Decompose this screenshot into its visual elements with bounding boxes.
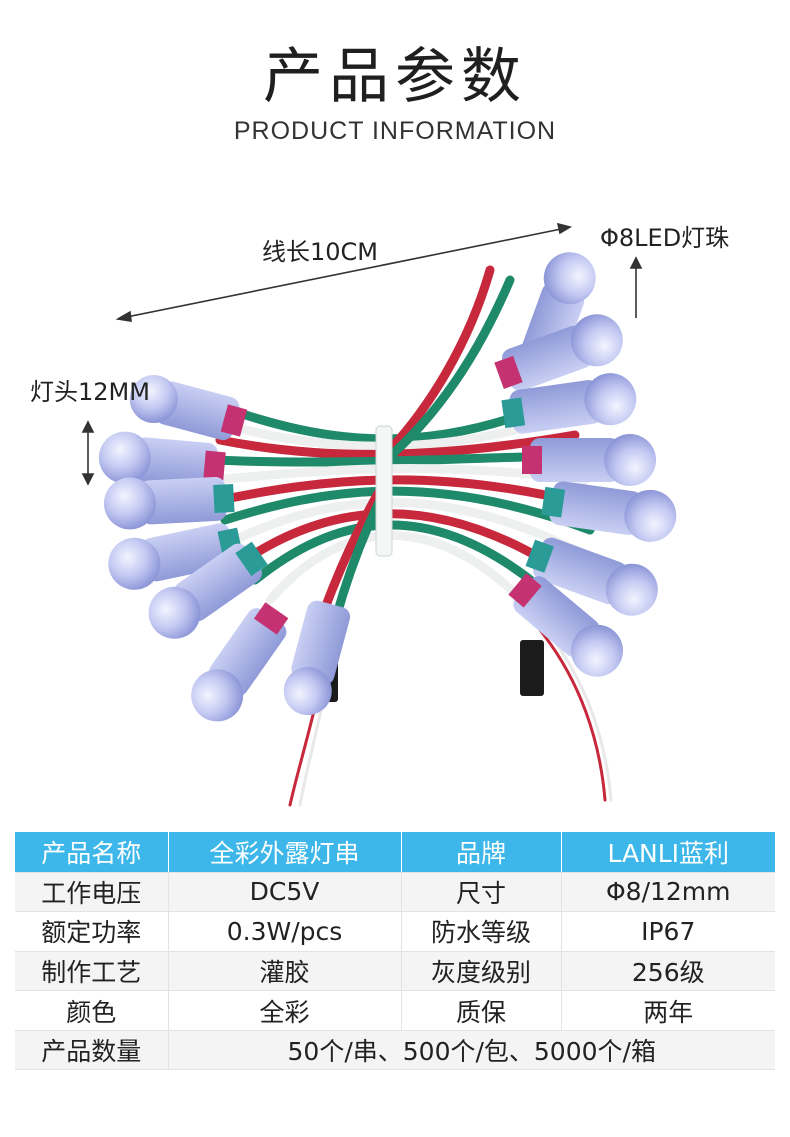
- spec-cell: 灰度级别: [401, 951, 562, 992]
- length-arrow: [115, 222, 573, 322]
- spec-cell: 产品数量: [15, 1030, 169, 1071]
- spec-cell: 颜色: [15, 990, 169, 1031]
- bead-arrow: [629, 256, 643, 318]
- spec-cell: 额定功率: [15, 911, 169, 952]
- spec-cell: DC5V: [168, 872, 402, 913]
- spec-row: 颜色 全彩 质保 两年: [15, 990, 775, 1031]
- page-subtitle: PRODUCT INFORMATION: [233, 117, 557, 145]
- head-arrow: [81, 420, 95, 486]
- spec-cell: 全彩: [168, 990, 402, 1031]
- spec-cell: 尺寸: [401, 872, 562, 913]
- spec-row: 额定功率 0.3W/pcs 防水等级 IP67: [15, 911, 775, 952]
- spec-cell: 品牌: [401, 832, 562, 873]
- spec-cell: IP67: [561, 911, 775, 952]
- spec-quantity-value: 50个/串、500个/包、5000个/箱: [168, 1030, 775, 1071]
- led-heads-right: [494, 252, 677, 677]
- spec-quantity-row: 产品数量 50个/串、500个/包、5000个/箱: [15, 1030, 775, 1071]
- spec-cell: 灌胶: [168, 951, 402, 992]
- lamp-head-label: 灯头12MM: [30, 378, 150, 406]
- spec-cell: 全彩外露灯串: [168, 832, 402, 873]
- connector-right: [520, 640, 544, 696]
- spec-cell: 两年: [561, 990, 775, 1031]
- spec-cell: 质保: [401, 990, 562, 1031]
- spec-row: 制作工艺 灌胶 灰度级别 256级: [15, 951, 775, 992]
- led-bead-label: Φ8LED灯珠: [600, 224, 730, 252]
- spec-cell: 防水等级: [401, 911, 562, 952]
- led-heads-left: [98, 375, 351, 722]
- spec-cell: Φ8/12mm: [561, 872, 775, 913]
- cable-tie: [375, 425, 393, 557]
- spec-table: 产品名称 全彩外露灯串 品牌 LANLI蓝利 工作电压 DC5V 尺寸 Φ8/1…: [15, 832, 775, 1071]
- spec-row: 工作电压 DC5V 尺寸 Φ8/12mm: [15, 872, 775, 913]
- spec-cell: 产品名称: [15, 832, 169, 873]
- spec-cell: 制作工艺: [15, 951, 169, 992]
- spec-cell: LANLI蓝利: [561, 832, 775, 873]
- spec-cell: 工作电压: [15, 872, 169, 913]
- spec-header-row: 产品名称 全彩外露灯串 品牌 LANLI蓝利: [15, 832, 775, 873]
- product-photo: [0, 160, 790, 820]
- wire-length-label: 线长10CM: [262, 238, 379, 266]
- page-title: 产品参数: [263, 42, 527, 112]
- spec-cell: 256级: [561, 951, 775, 992]
- spec-cell: 0.3W/pcs: [168, 911, 402, 952]
